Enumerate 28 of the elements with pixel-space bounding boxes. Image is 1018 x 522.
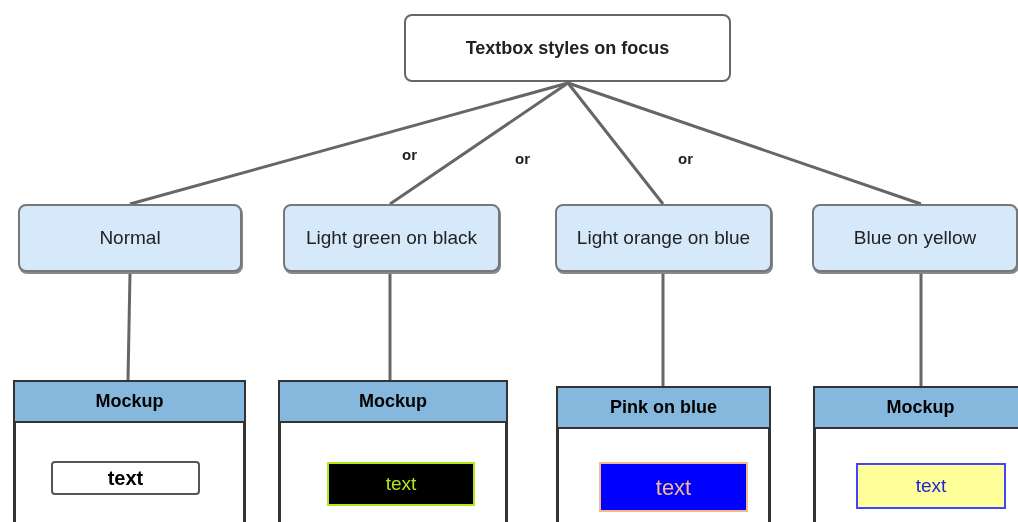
- option-box: Blue on yellow: [812, 204, 1018, 272]
- panel-header: Mockup: [278, 380, 508, 423]
- panel-header: Mockup: [813, 386, 1018, 429]
- mockup-panel: [278, 380, 508, 522]
- mockup-panel: [556, 386, 771, 522]
- connector-line: [389, 81, 569, 206]
- or-label: or: [515, 149, 530, 169]
- or-label: or: [678, 149, 693, 169]
- connector-line: [661, 273, 665, 386]
- text-field: text: [599, 462, 748, 512]
- text-field: text: [327, 462, 475, 506]
- connector-line: [567, 81, 922, 206]
- option-box: Normal: [18, 204, 242, 272]
- or-label: or: [402, 145, 417, 165]
- option-box: Light orange on blue: [555, 204, 772, 272]
- mockup-panel: [13, 380, 246, 522]
- text-field: text: [51, 461, 200, 495]
- connector-line: [129, 81, 569, 206]
- panel-header: Pink on blue: [556, 386, 771, 429]
- connector-line: [919, 273, 923, 386]
- mockup-panel: [813, 386, 1018, 522]
- text-field: text: [856, 463, 1006, 509]
- title-box: Textbox styles on focus: [404, 14, 731, 82]
- connector-line: [126, 272, 132, 381]
- option-box: Light green on black: [283, 204, 500, 272]
- connector-line: [566, 82, 665, 205]
- panel-header: Mockup: [13, 380, 246, 423]
- connector-line: [388, 273, 392, 380]
